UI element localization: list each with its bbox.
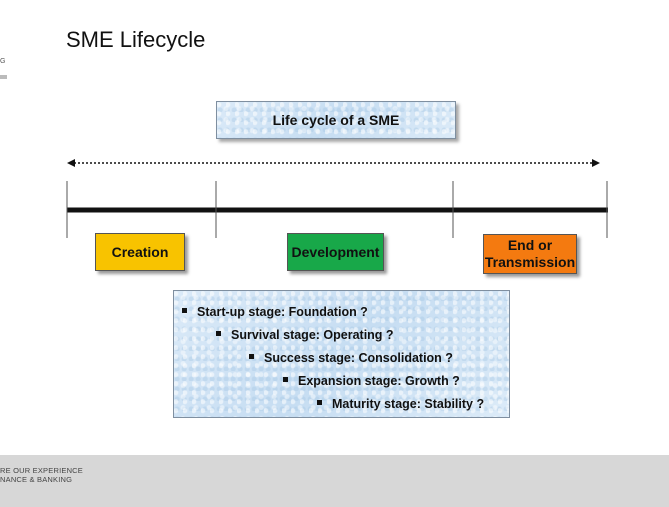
stage-text: Maturity stage: Stability ? (332, 397, 485, 411)
stage-item: Expansion stage: Growth ? (283, 374, 460, 388)
logo-text: G (0, 58, 6, 65)
phase-creation-label: Creation (111, 243, 169, 260)
bullet-icon (249, 354, 254, 359)
stage-item: Survival stage: Operating ? (216, 328, 394, 342)
footer-band: RE OUR EXPERIENCE NANCE & BANKING (0, 455, 669, 507)
bullet-icon (216, 331, 221, 336)
logo: G (0, 58, 12, 84)
stage-text: Survival stage: Operating ? (231, 328, 394, 342)
phase-development-label: Development (291, 243, 380, 260)
footer-line1: RE OUR EXPERIENCE (0, 466, 83, 475)
bullet-icon (317, 400, 322, 405)
stage-item: Start-up stage: Foundation ? (182, 305, 368, 319)
footer-line2: NANCE & BANKING (0, 475, 73, 485)
logo-bar (0, 75, 7, 79)
arrow-head-left (67, 159, 75, 167)
stage-text: Expansion stage: Growth ? (298, 374, 460, 388)
bullet-icon (182, 308, 187, 313)
bullet-icon (283, 377, 288, 382)
stage-text: Success stage: Consolidation ? (264, 351, 453, 365)
stage-item: Maturity stage: Stability ? (317, 397, 484, 411)
lifecycle-header-box: Life cycle of a SME (216, 101, 456, 139)
phase-creation-box: Creation (95, 233, 185, 271)
lifecycle-header-label: Life cycle of a SME (272, 112, 400, 128)
slide-title: SME Lifecycle (66, 27, 206, 52)
arrow-head-right (592, 159, 600, 167)
phase-end-line1: End or (507, 237, 553, 254)
footer-tagline: RE OUR EXPERIENCE NANCE & BANKING (0, 466, 83, 485)
phase-end-label: End or Transmission (485, 237, 575, 271)
stage-text: Start-up stage: Foundation ? (197, 305, 368, 319)
phase-end-box: End or Transmission (483, 234, 577, 274)
phase-development-box: Development (287, 233, 384, 271)
stages-panel: Start-up stage: Foundation ? Survival st… (173, 290, 510, 418)
phase-end-line2: Transmission (484, 254, 576, 270)
stage-item: Success stage: Consolidation ? (249, 351, 453, 365)
